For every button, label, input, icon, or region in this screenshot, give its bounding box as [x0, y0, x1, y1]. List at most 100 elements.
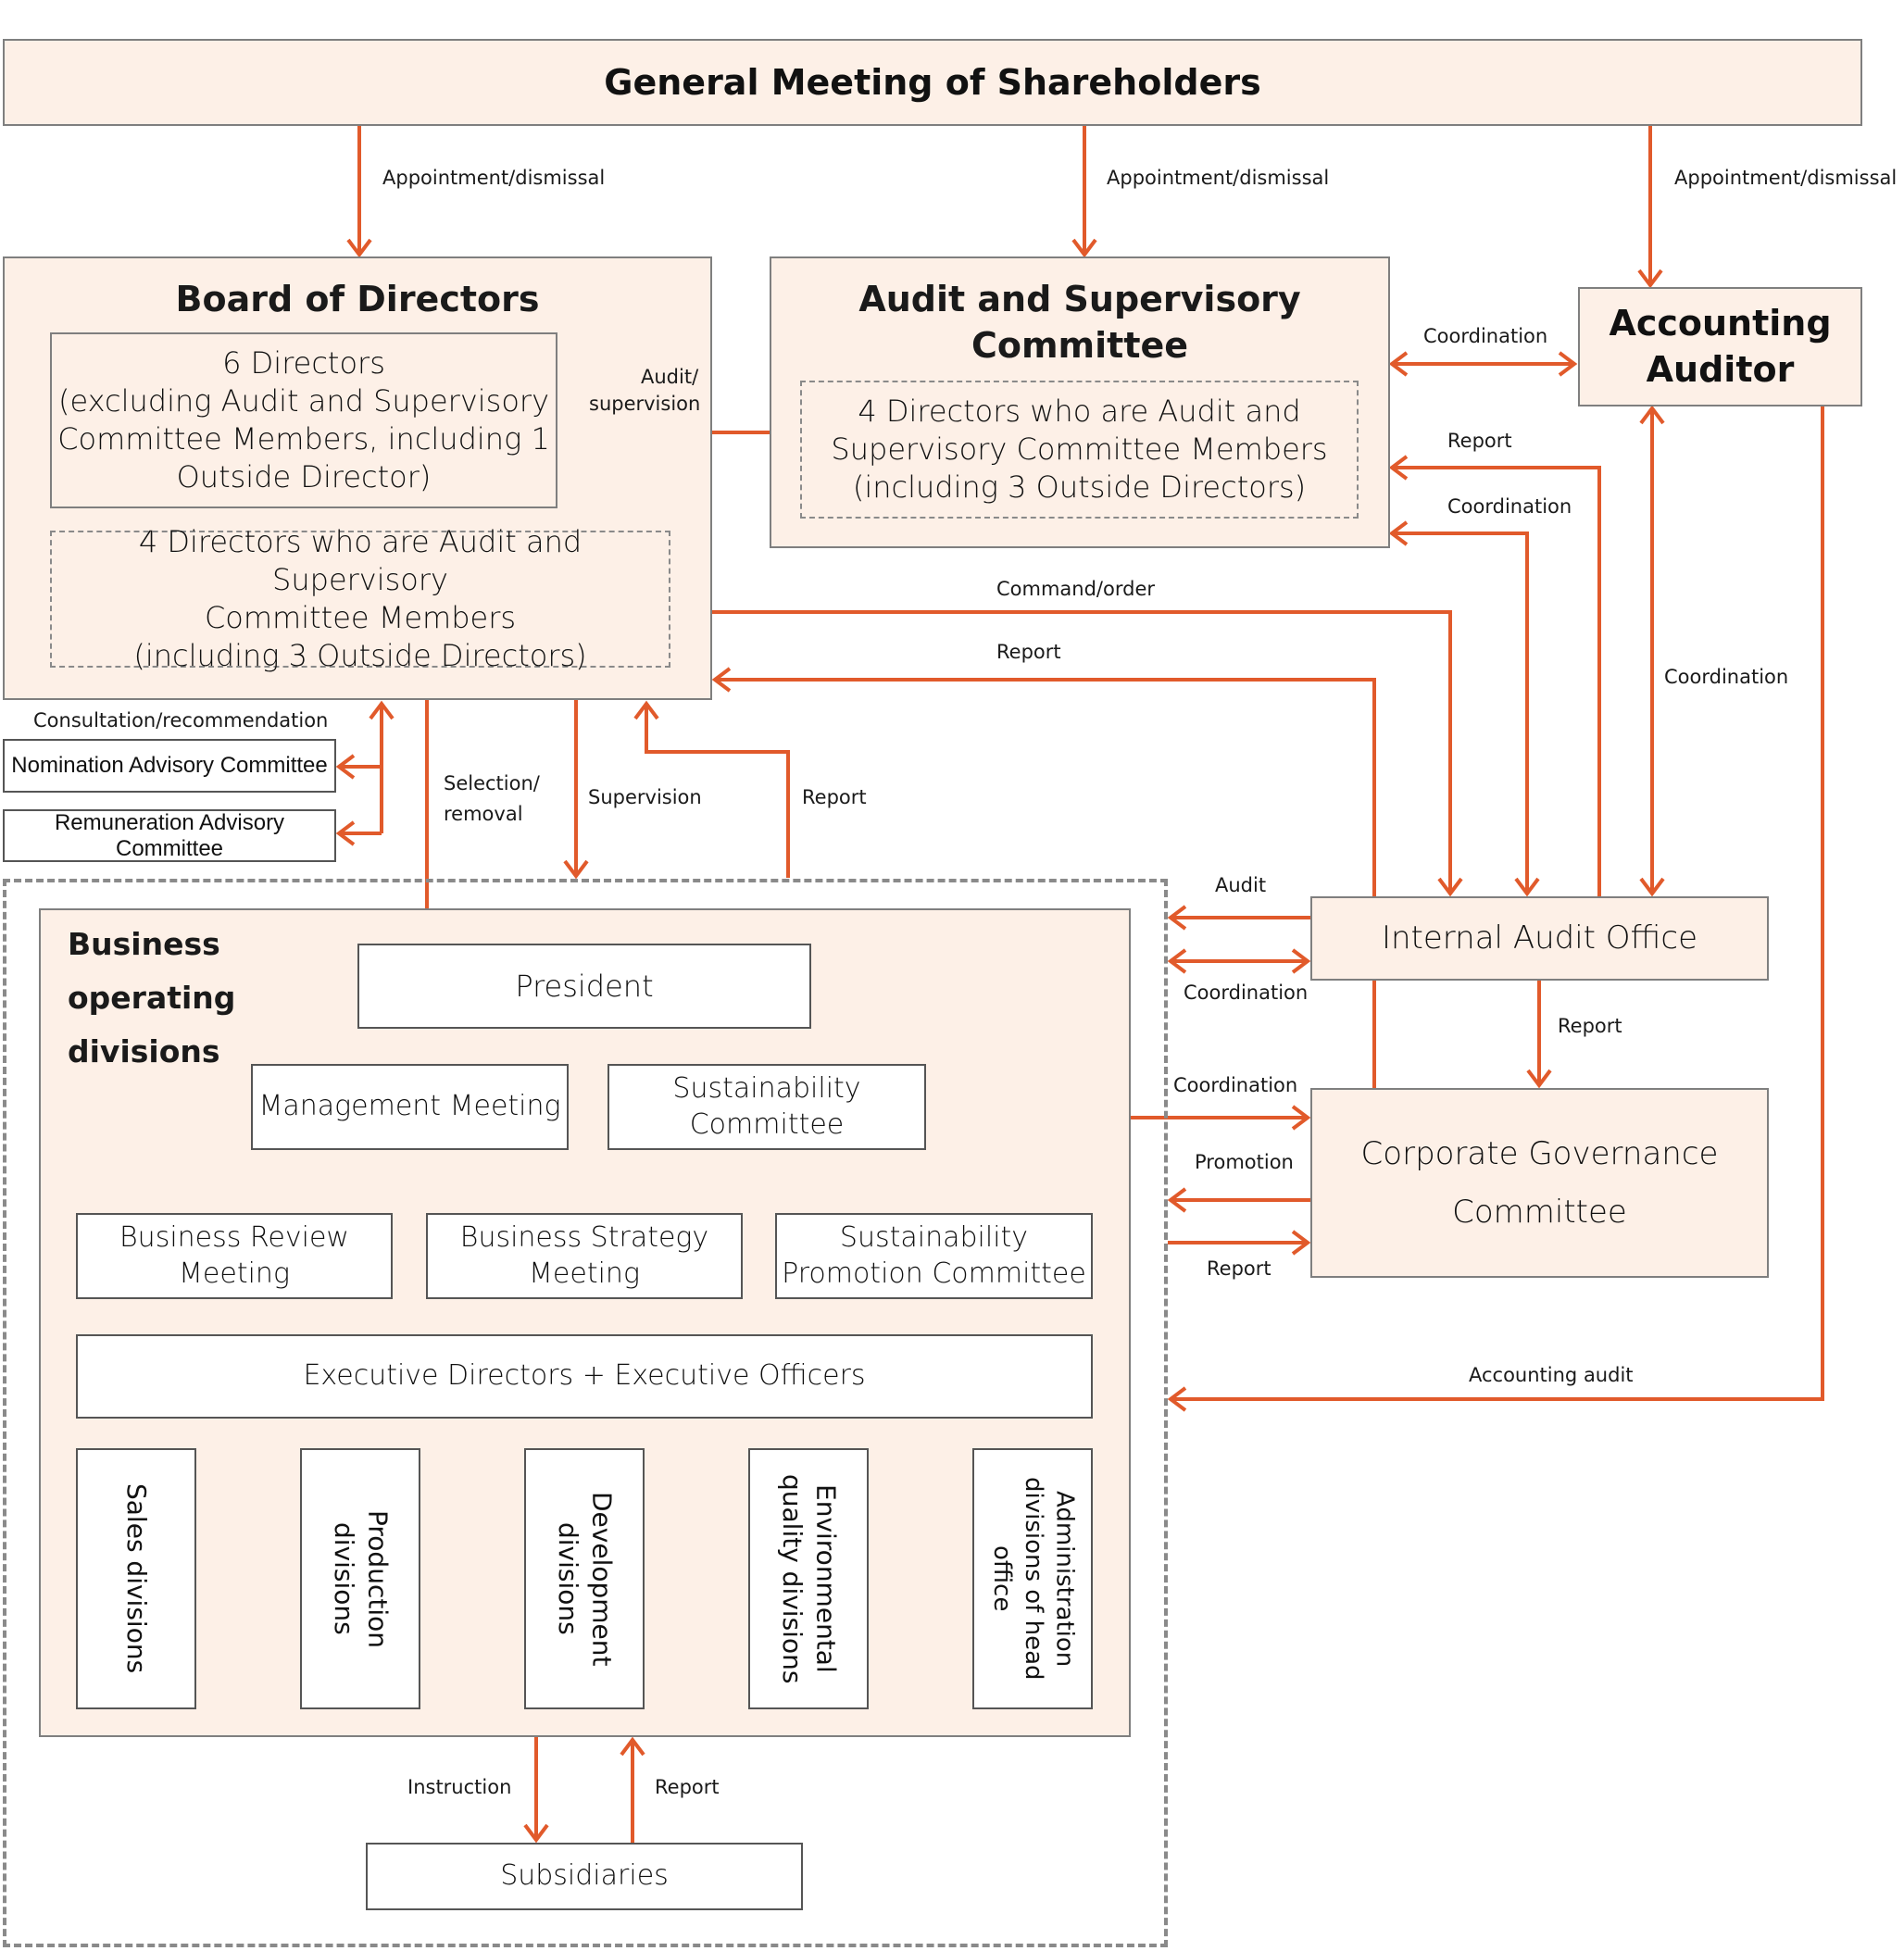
division-box-administration: Administration divisions of head office	[972, 1448, 1093, 1709]
label-command-order: Command/order	[996, 578, 1156, 600]
connector-iao-bod-audit-arrowhead	[1167, 905, 1187, 931]
label-report-bod-cgc: Report	[1207, 1257, 1271, 1280]
label-appointment-asc: Appointment/dismissal	[1107, 167, 1330, 189]
asc-members-line-3: (including 3 Outside Directors)	[852, 469, 1307, 505]
connector-gm-auditor-arrowhead	[1637, 269, 1663, 289]
sustainability-promotion-committee-box: Sustainability Promotion Committee	[775, 1213, 1093, 1299]
board-asc-members-box: 4 Directors who are Audit and Supervisor…	[50, 524, 670, 673]
label-audit-iao-bod: Audit	[1215, 874, 1267, 896]
management-meeting-box: Management Meeting	[251, 1064, 569, 1150]
division-box-development: Development divisions	[524, 1448, 645, 1709]
sustainability-committee-box: Sustainability Committee	[608, 1064, 926, 1150]
business-strategy-meeting-box: Business Strategy Meeting	[426, 1213, 743, 1299]
connector-asc-auditor-arrowhead	[1558, 351, 1578, 377]
nomination-advisory-committee-box: Nomination Advisory Committee	[3, 739, 336, 793]
accounting-auditor-line-2: Auditor	[1646, 348, 1795, 390]
audit-supervisory-committee-box	[770, 256, 1390, 548]
six-directors-box: 6 Directors (excluding Audit and Supervi…	[50, 332, 557, 508]
corporate-governance-committee-box: Corporate Governance Committee	[1310, 1088, 1769, 1278]
asc-members-box: 4 Directors who are Audit and Supervisor…	[800, 381, 1359, 519]
label-report-bod-board: Report	[802, 786, 867, 808]
connector-iao-bod-coordination-arrowhead	[1291, 948, 1311, 974]
business-review-line-2: Meeting	[179, 1257, 290, 1290]
label-report-subsidiaries: Report	[655, 1776, 720, 1798]
board-asc-line-2: Committee Members	[204, 600, 517, 635]
connector-iao-asc-report-arrowhead	[1388, 455, 1409, 481]
division-sales-line-1: Sales divisions	[121, 1483, 153, 1674]
connector-gm-asc-arrowhead	[1071, 238, 1097, 258]
connector-board-supervision-arrowhead	[563, 859, 589, 880]
connector-iao-asc-coordination-arrowhead	[1514, 877, 1540, 897]
label-appointment-auditor: Appointment/dismissal	[1674, 167, 1898, 189]
connector-iao-asc-coordination	[1392, 532, 1529, 894]
asc-members-line-1: 4 Directors who are Audit and	[858, 394, 1301, 430]
business-strategy-line-2: Meeting	[529, 1257, 640, 1290]
division-production-line-2: divisions	[329, 1522, 359, 1635]
sustainability-committee-line-1: Sustainability	[672, 1072, 861, 1106]
label-report-iao-asc: Report	[1447, 430, 1512, 452]
division-environmental-line-2: quality divisions	[777, 1473, 808, 1684]
executives-label: Executive Directors + Executive Officers	[303, 1359, 866, 1393]
label-report-iao-board: Report	[996, 641, 1061, 663]
division-box-production: Production divisions	[300, 1448, 420, 1709]
six-directors-line-2: (excluding Audit and Supervisory	[58, 383, 549, 419]
connector-iao-auditor-coordination-arrowhead	[1639, 877, 1665, 897]
division-administration-label: Administration divisions of head office	[985, 1477, 1079, 1681]
connector-board-iao-command	[712, 610, 1452, 894]
connector-bod-board-report-arrowhead	[633, 700, 659, 720]
bod-title-line-3: divisions	[68, 1033, 220, 1069]
label-coordination-iao-auditor: Coordination	[1664, 666, 1789, 688]
label-accounting-audit: Accounting audit	[1469, 1364, 1634, 1386]
label-selection-removal-2: removal	[444, 803, 523, 825]
connector-board-iao-command-arrowhead	[1437, 877, 1463, 897]
six-directors-line-3: Committee Members, including 1	[57, 421, 550, 456]
asc-members-line-2: Supervisory Committee Members	[831, 431, 1328, 468]
division-administration-line-1: Administration	[1050, 1490, 1079, 1668]
asc-title-line-1: Audit and Supervisory	[858, 279, 1301, 319]
label-coordination-iao-bod: Coordination	[1184, 982, 1309, 1004]
president-label: President	[515, 968, 654, 1004]
division-environmental-label: Environmental quality divisions	[775, 1474, 843, 1683]
label-instruction: Instruction	[407, 1776, 512, 1798]
label-appointment-board: Appointment/dismissal	[382, 167, 606, 189]
connector-advisory-remuneration-arrowhead	[335, 820, 356, 846]
business-review-meeting-box: Business Review Meeting	[76, 1213, 393, 1299]
connector-bod-cgc-report-arrowhead	[1291, 1230, 1311, 1256]
division-development-label: Development divisions	[551, 1492, 619, 1667]
connector-iao-board-report-arrowhead	[711, 667, 732, 693]
division-development-line-2: divisions	[553, 1522, 583, 1635]
subsidiaries-label: Subsidiaries	[500, 1859, 669, 1893]
connector-board-advisory-arrowhead	[369, 700, 395, 720]
subsidiaries-box: Subsidiaries	[366, 1843, 803, 1910]
business-strategy-line-1: Business Strategy	[459, 1221, 709, 1255]
sustainability-committee-line-2: Committee	[689, 1107, 845, 1141]
board-of-directors-box	[3, 256, 712, 700]
connector-iao-asc-coordination-start-arrowhead	[1388, 520, 1409, 546]
division-development-line-1: Development	[586, 1491, 618, 1667]
connector-sust-cgc-coordination-arrowhead	[1291, 1105, 1311, 1131]
division-sales-label: Sales divisions	[119, 1483, 153, 1673]
general-meeting-box: General Meeting of Shareholders	[3, 39, 1862, 126]
management-meeting-label: Management Meeting	[258, 1090, 561, 1123]
spc-line-1: Sustainability	[839, 1221, 1029, 1255]
connector-asc-auditor-start-arrowhead	[1388, 351, 1409, 377]
label-selection-removal-1: Selection/	[444, 772, 540, 794]
division-administration-line-3: office	[988, 1545, 1017, 1612]
connector-advisory-nomination-arrowhead	[335, 754, 356, 780]
bod-title-line-1: Business	[68, 926, 220, 962]
president-box: President	[357, 944, 811, 1029]
label-coordination-sust-cgc: Coordination	[1173, 1074, 1298, 1096]
division-box-environmental-quality: Environmental quality divisions	[748, 1448, 869, 1709]
six-directors-line-4: Outside Director)	[176, 458, 432, 494]
division-box-sales: Sales divisions	[76, 1448, 196, 1709]
connector-auditor-accounting-audit-arrowhead	[1167, 1386, 1187, 1412]
connector-iao-cgc-report-arrowhead	[1526, 1069, 1552, 1089]
board-asc-line-3: (including 3 Outside Directors)	[133, 637, 587, 673]
label-coordination-iao-asc: Coordination	[1447, 495, 1572, 518]
cgc-line-1: Corporate Governance	[1360, 1134, 1719, 1172]
connector-iao-asc-report	[1392, 466, 1601, 896]
label-coordination-asc-auditor: Coordination	[1423, 325, 1548, 347]
label-supervision: Supervision	[588, 786, 702, 808]
division-environmental-line-1: Environmental	[810, 1484, 842, 1673]
